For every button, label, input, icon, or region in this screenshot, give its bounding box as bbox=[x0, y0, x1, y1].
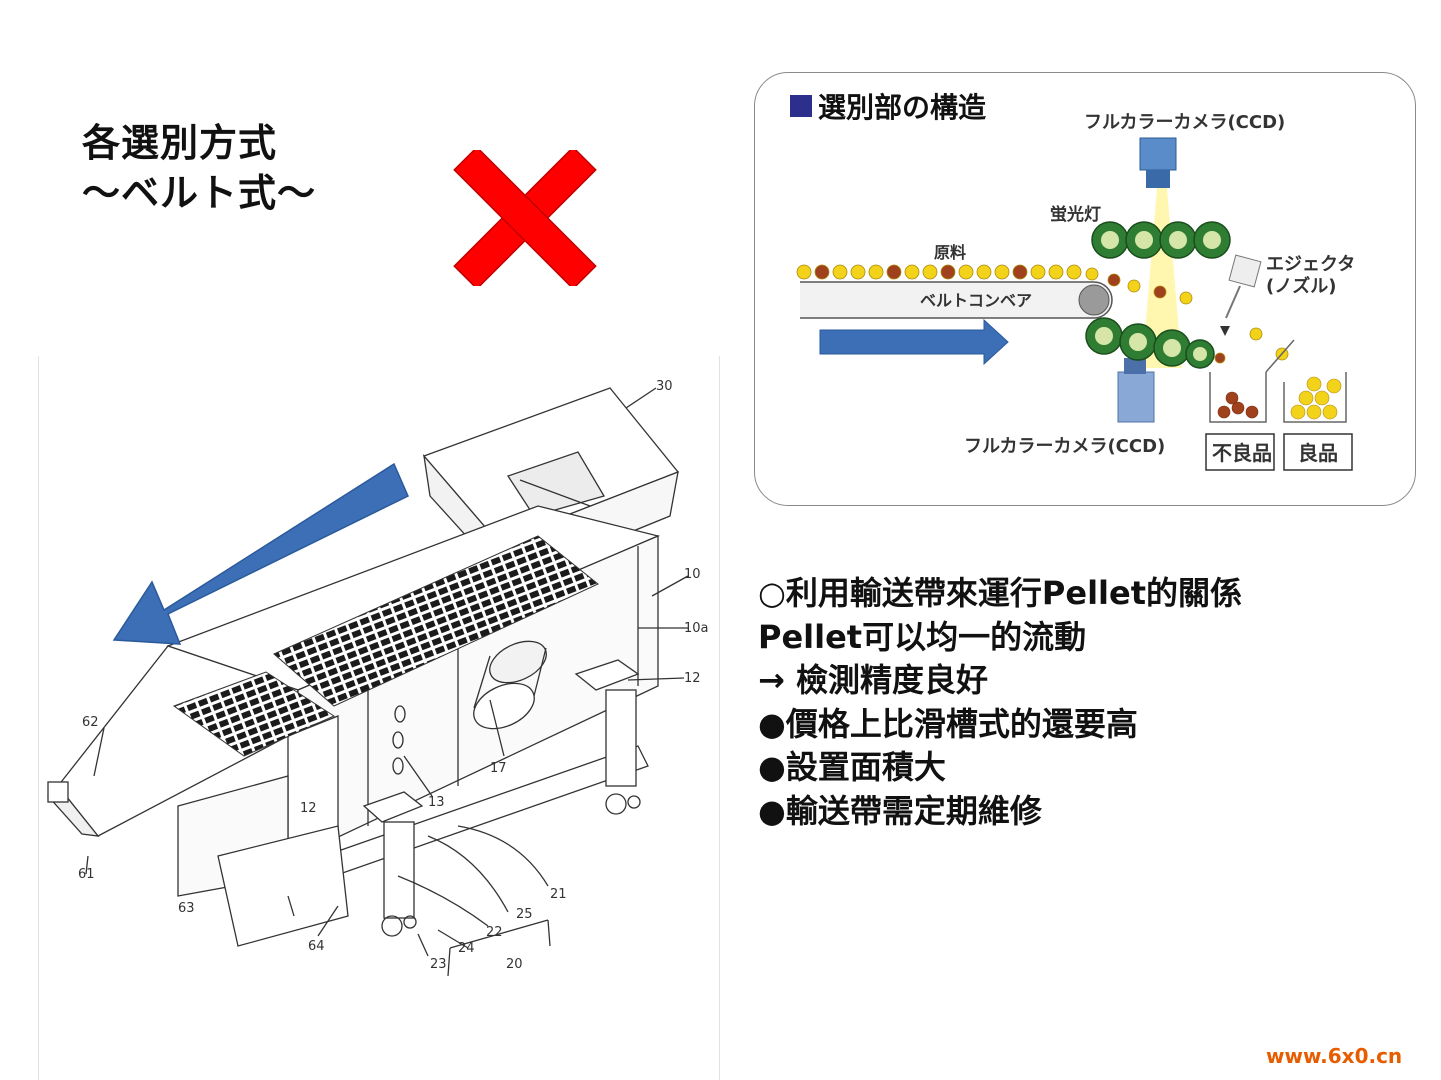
title-line-2: ～ベルト式～ bbox=[82, 171, 317, 215]
note-item: Pellet可以均一的流動 bbox=[758, 617, 1087, 656]
part-number: 24 bbox=[458, 941, 475, 956]
notes-list: ○利用輸送帶來運行Pellet的關係 Pellet可以均一的流動 → 檢測精度良… bbox=[758, 572, 1242, 833]
camera-bottom-label: フルカラーカメラ(CCD) bbox=[964, 436, 1165, 457]
part-number: 21 bbox=[550, 887, 567, 902]
note-item: ○利用輸送帶來運行Pellet的關係 bbox=[758, 574, 1243, 612]
part-number: 25 bbox=[516, 907, 533, 922]
ejector-label-2: (ノズル) bbox=[1266, 275, 1336, 297]
page-title: 各選別方式 ～ベルト式～ bbox=[82, 118, 316, 218]
part-number: 17 bbox=[490, 761, 507, 776]
part-number: 63 bbox=[178, 901, 195, 916]
note-item: → 檢測精度良好 bbox=[758, 661, 988, 699]
belt-sorter-drawing: 30 10 10a 12 62 17 13 12 61 63 64 21 25 … bbox=[47, 379, 709, 977]
part-number: 10a bbox=[684, 621, 709, 636]
part-number: 62 bbox=[82, 715, 99, 730]
title-line-1: 各選別方式 bbox=[82, 121, 278, 165]
drawing-frame bbox=[38, 356, 720, 1080]
part-number: 23 bbox=[430, 957, 447, 972]
part-number: 12 bbox=[684, 671, 701, 686]
part-number: 64 bbox=[308, 939, 325, 954]
sorting-structure-diagram: フルカラーカメラ(CCD) 蛍光灯 原料 エジェクタ (ノズル) ベルトコンベア… bbox=[796, 112, 1355, 471]
part-number: 13 bbox=[428, 795, 445, 810]
square-bullet-icon bbox=[790, 95, 812, 117]
part-number: 12 bbox=[300, 801, 317, 816]
part-number: 30 bbox=[656, 379, 673, 394]
part-number: 10 bbox=[684, 567, 701, 582]
ejector-label-1: エジェクタ bbox=[1266, 254, 1355, 275]
part-number: 22 bbox=[486, 925, 503, 940]
part-number: 20 bbox=[506, 957, 523, 972]
conveyor-label: ベルトコンベア bbox=[920, 291, 1032, 310]
camera-top-label: フルカラーカメラ(CCD) bbox=[1084, 112, 1285, 133]
material-label: 原料 bbox=[934, 243, 966, 262]
good-bin-label: 良品 bbox=[1298, 441, 1338, 465]
note-item: ●價格上比滑槽式的還要高 bbox=[758, 704, 1138, 743]
part-number: 61 bbox=[78, 867, 95, 882]
lamp-label: 蛍光灯 bbox=[1050, 204, 1101, 225]
reject-bin-label: 不良品 bbox=[1212, 441, 1272, 465]
red-x-icon bbox=[453, 150, 597, 286]
note-item: ●設置面積大 bbox=[758, 748, 946, 786]
note-item: ●輸送帶需定期維修 bbox=[758, 791, 1042, 830]
structure-title: 選別部の構造 bbox=[790, 86, 986, 126]
watermark: www.6x0.cn bbox=[1266, 1044, 1403, 1068]
